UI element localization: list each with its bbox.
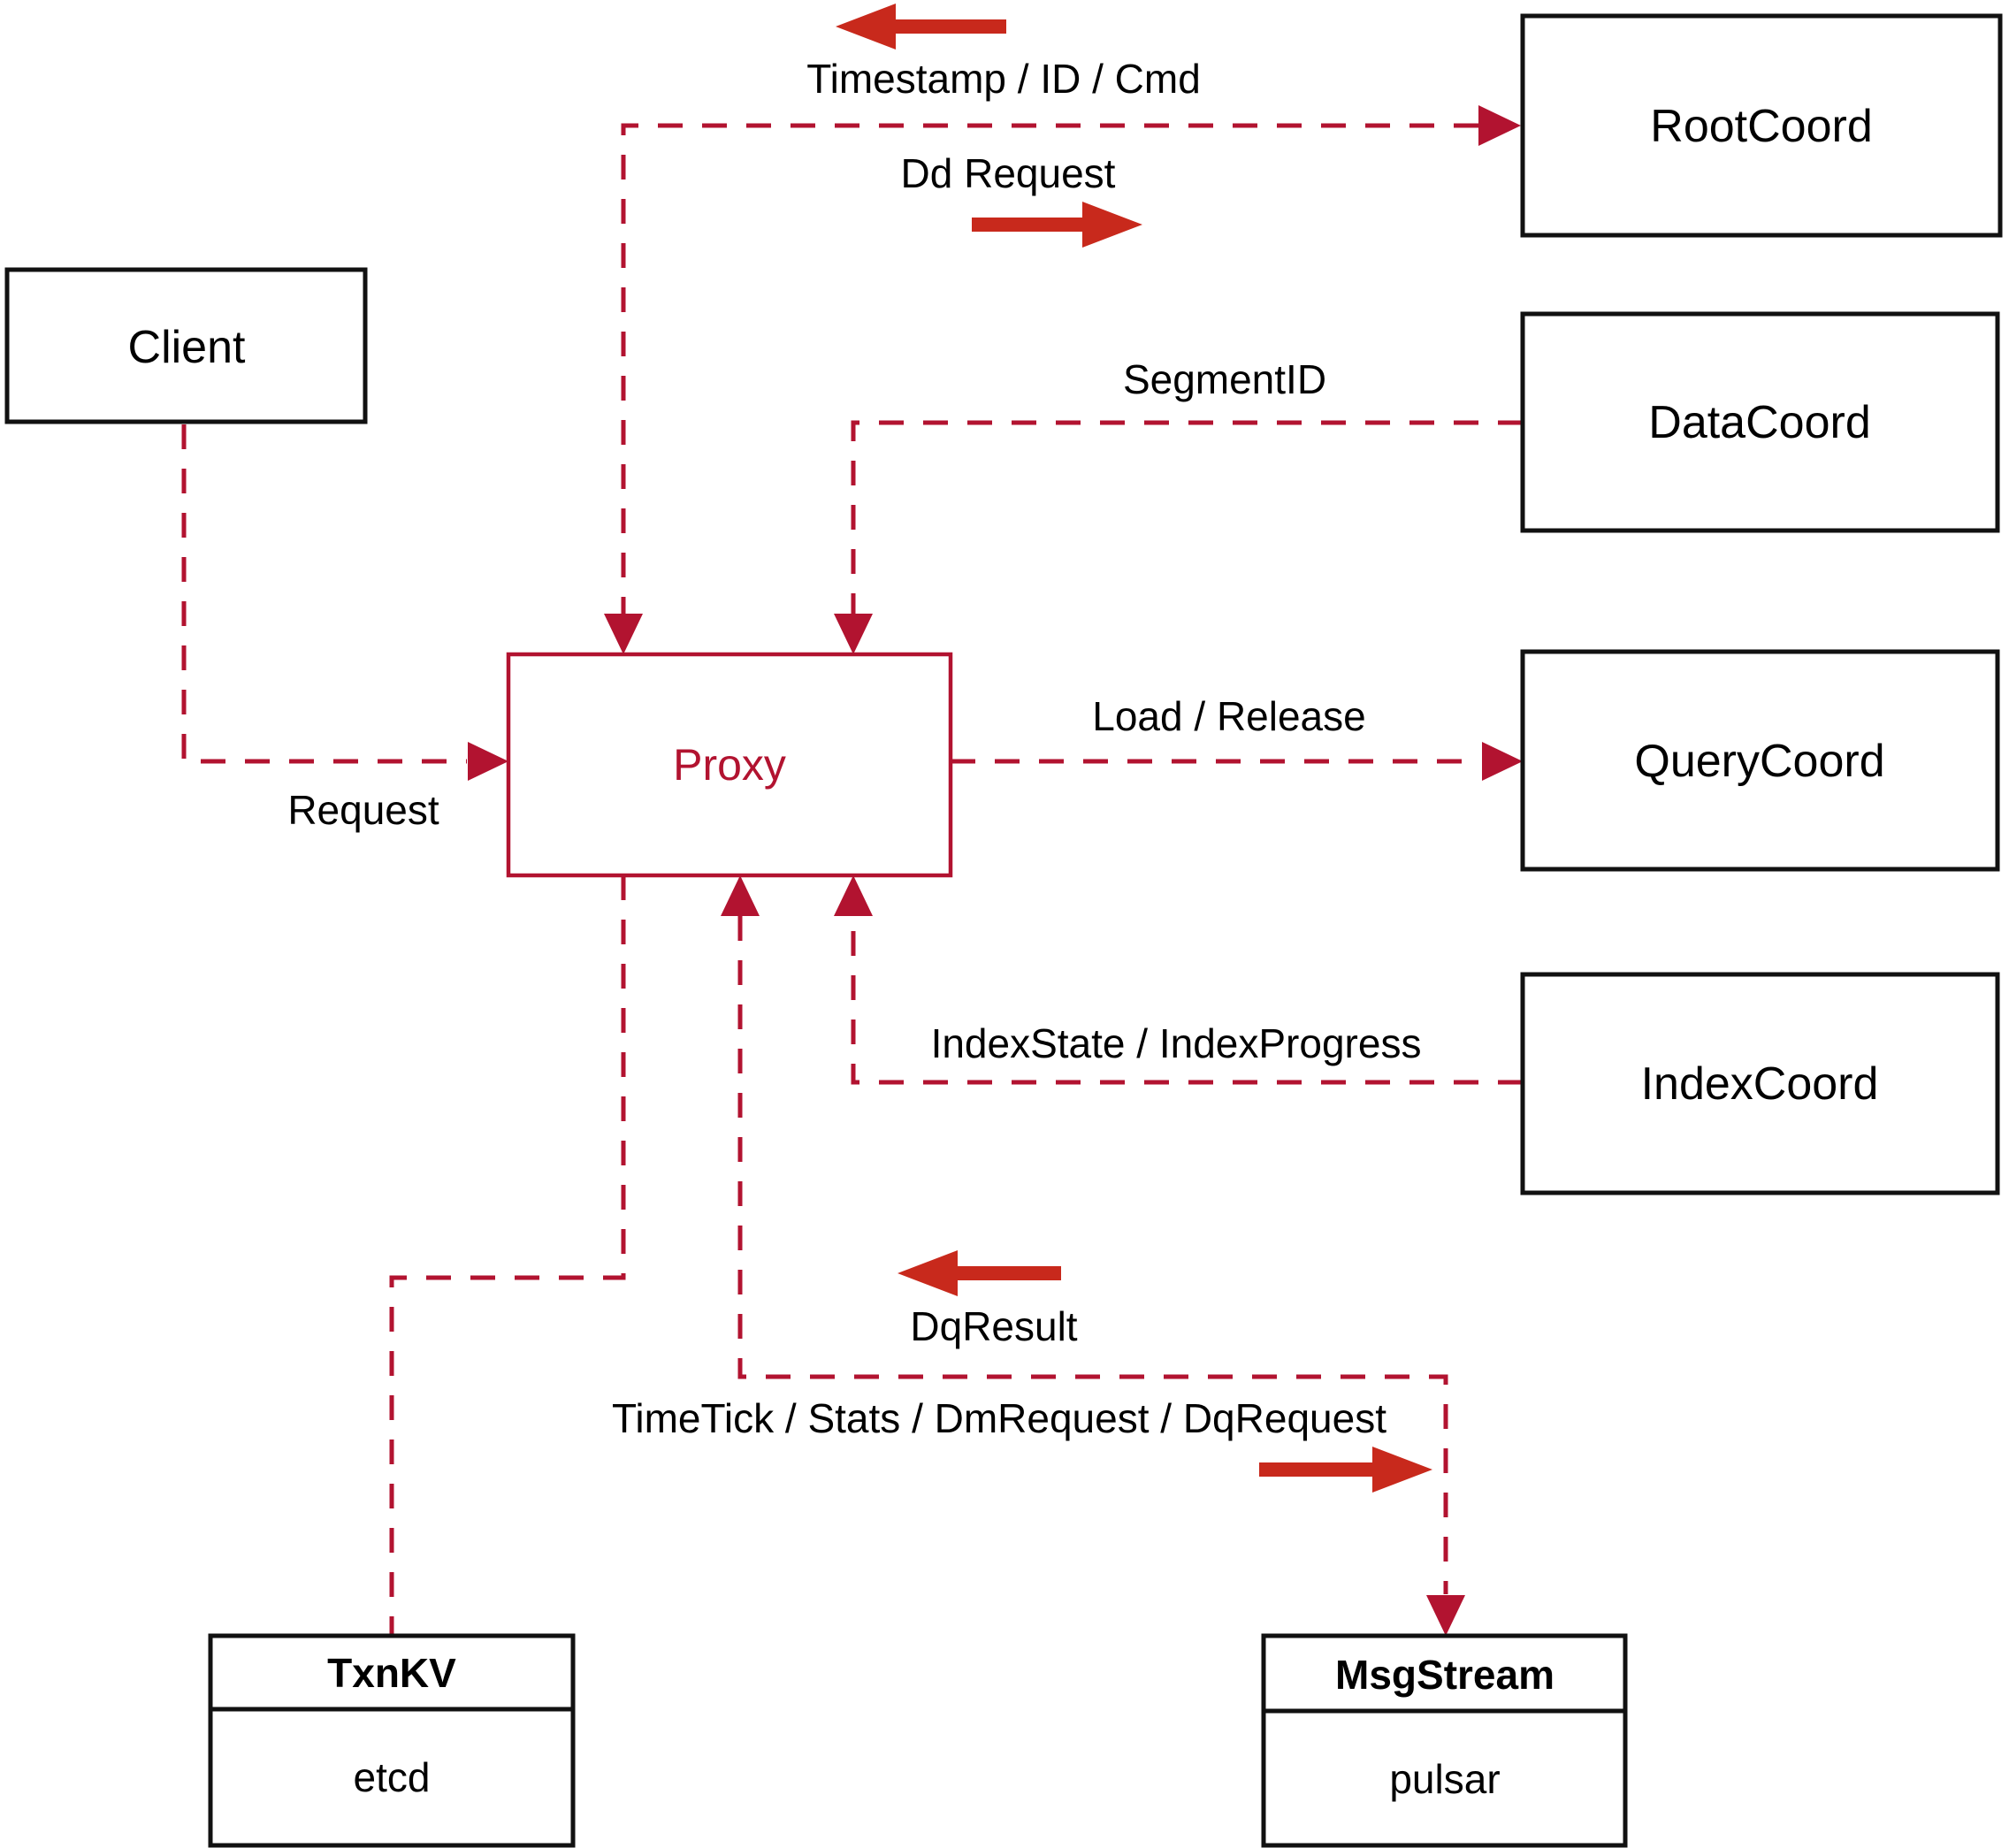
node-indexcoord: IndexCoord: [1520, 972, 2000, 1195]
arrow-right-icon: [972, 202, 1142, 248]
edge-label-index-state: IndexState / IndexProgress: [931, 1020, 1422, 1066]
msgstream-box: [1261, 1633, 1628, 1848]
arrow-left-icon: [898, 1250, 1061, 1296]
edge-label-timestamp: Timestamp / ID / Cmd: [806, 56, 1201, 102]
client-box: [4, 267, 368, 424]
edge-label-dq-result: DqResult: [910, 1303, 1077, 1349]
msgstream-subtitle: pulsar: [1389, 1756, 1500, 1802]
node-datacoord: DataCoord: [1520, 311, 2000, 533]
arrow-right-icon: [1259, 1447, 1432, 1493]
arrowhead-into-proxy-left: [468, 742, 508, 781]
arrow-left-icon: [836, 4, 1006, 50]
txnkv-subtitle: etcd: [354, 1754, 431, 1800]
node-txnkv: TxnKV etcd: [208, 1633, 576, 1848]
arrowhead-into-rootcoord: [1478, 105, 1521, 146]
node-rootcoord: RootCoord: [1520, 13, 2003, 238]
arrowhead-into-proxy-bottom-left: [721, 875, 760, 916]
node-msgstream: MsgStream pulsar: [1261, 1633, 1628, 1848]
edge-proxy-msgstream: [737, 916, 1448, 1594]
proxy-label: Proxy: [673, 740, 786, 790]
indexcoord-label: IndexCoord: [1641, 1058, 1879, 1110]
txnkv-box: [208, 1633, 576, 1848]
client-label: Client: [128, 322, 246, 373]
querycoord-label: QueryCoord: [1634, 736, 1884, 787]
querycoord-box: [1520, 649, 2000, 872]
edge-client-proxy: [181, 424, 467, 764]
arrowhead-into-proxy-top-left: [604, 614, 643, 654]
datacoord-box: [1520, 311, 2000, 533]
arrowhead-into-proxy-top-right: [834, 614, 873, 654]
edge-proxy-txnkv: [389, 875, 626, 1634]
arrowhead-into-proxy-bottom-right: [834, 875, 873, 916]
edge-label-load-release: Load / Release: [1092, 693, 1365, 739]
node-proxy: Proxy: [506, 652, 953, 878]
rootcoord-box: [1520, 13, 2003, 238]
arrowhead-into-querycoord: [1482, 742, 1523, 781]
node-querycoord: QueryCoord: [1520, 649, 2000, 872]
indexcoord-box: [1520, 972, 2000, 1195]
edge-indexcoord-proxy: [851, 916, 1523, 1085]
msgstream-title: MsgStream: [1335, 1652, 1554, 1698]
txnkv-title: TxnKV: [327, 1650, 456, 1696]
datacoord-label: DataCoord: [1648, 397, 1870, 448]
edge-datacoord-proxy: [851, 420, 1523, 616]
edge-label-dd-request: Dd Request: [901, 150, 1116, 196]
node-client: Client: [4, 267, 368, 424]
proxy-box: [506, 652, 953, 878]
edge-label-segment-id: SegmentID: [1123, 356, 1326, 402]
rootcoord-label: RootCoord: [1650, 101, 1872, 152]
edge-proxy-rootcoord: [621, 123, 1478, 616]
arrowhead-into-msgstream: [1426, 1595, 1465, 1636]
edge-label-time-tick: TimeTick / Stats / DmRequest / DqRequest: [612, 1395, 1386, 1441]
edge-label-request: Request: [287, 787, 439, 833]
